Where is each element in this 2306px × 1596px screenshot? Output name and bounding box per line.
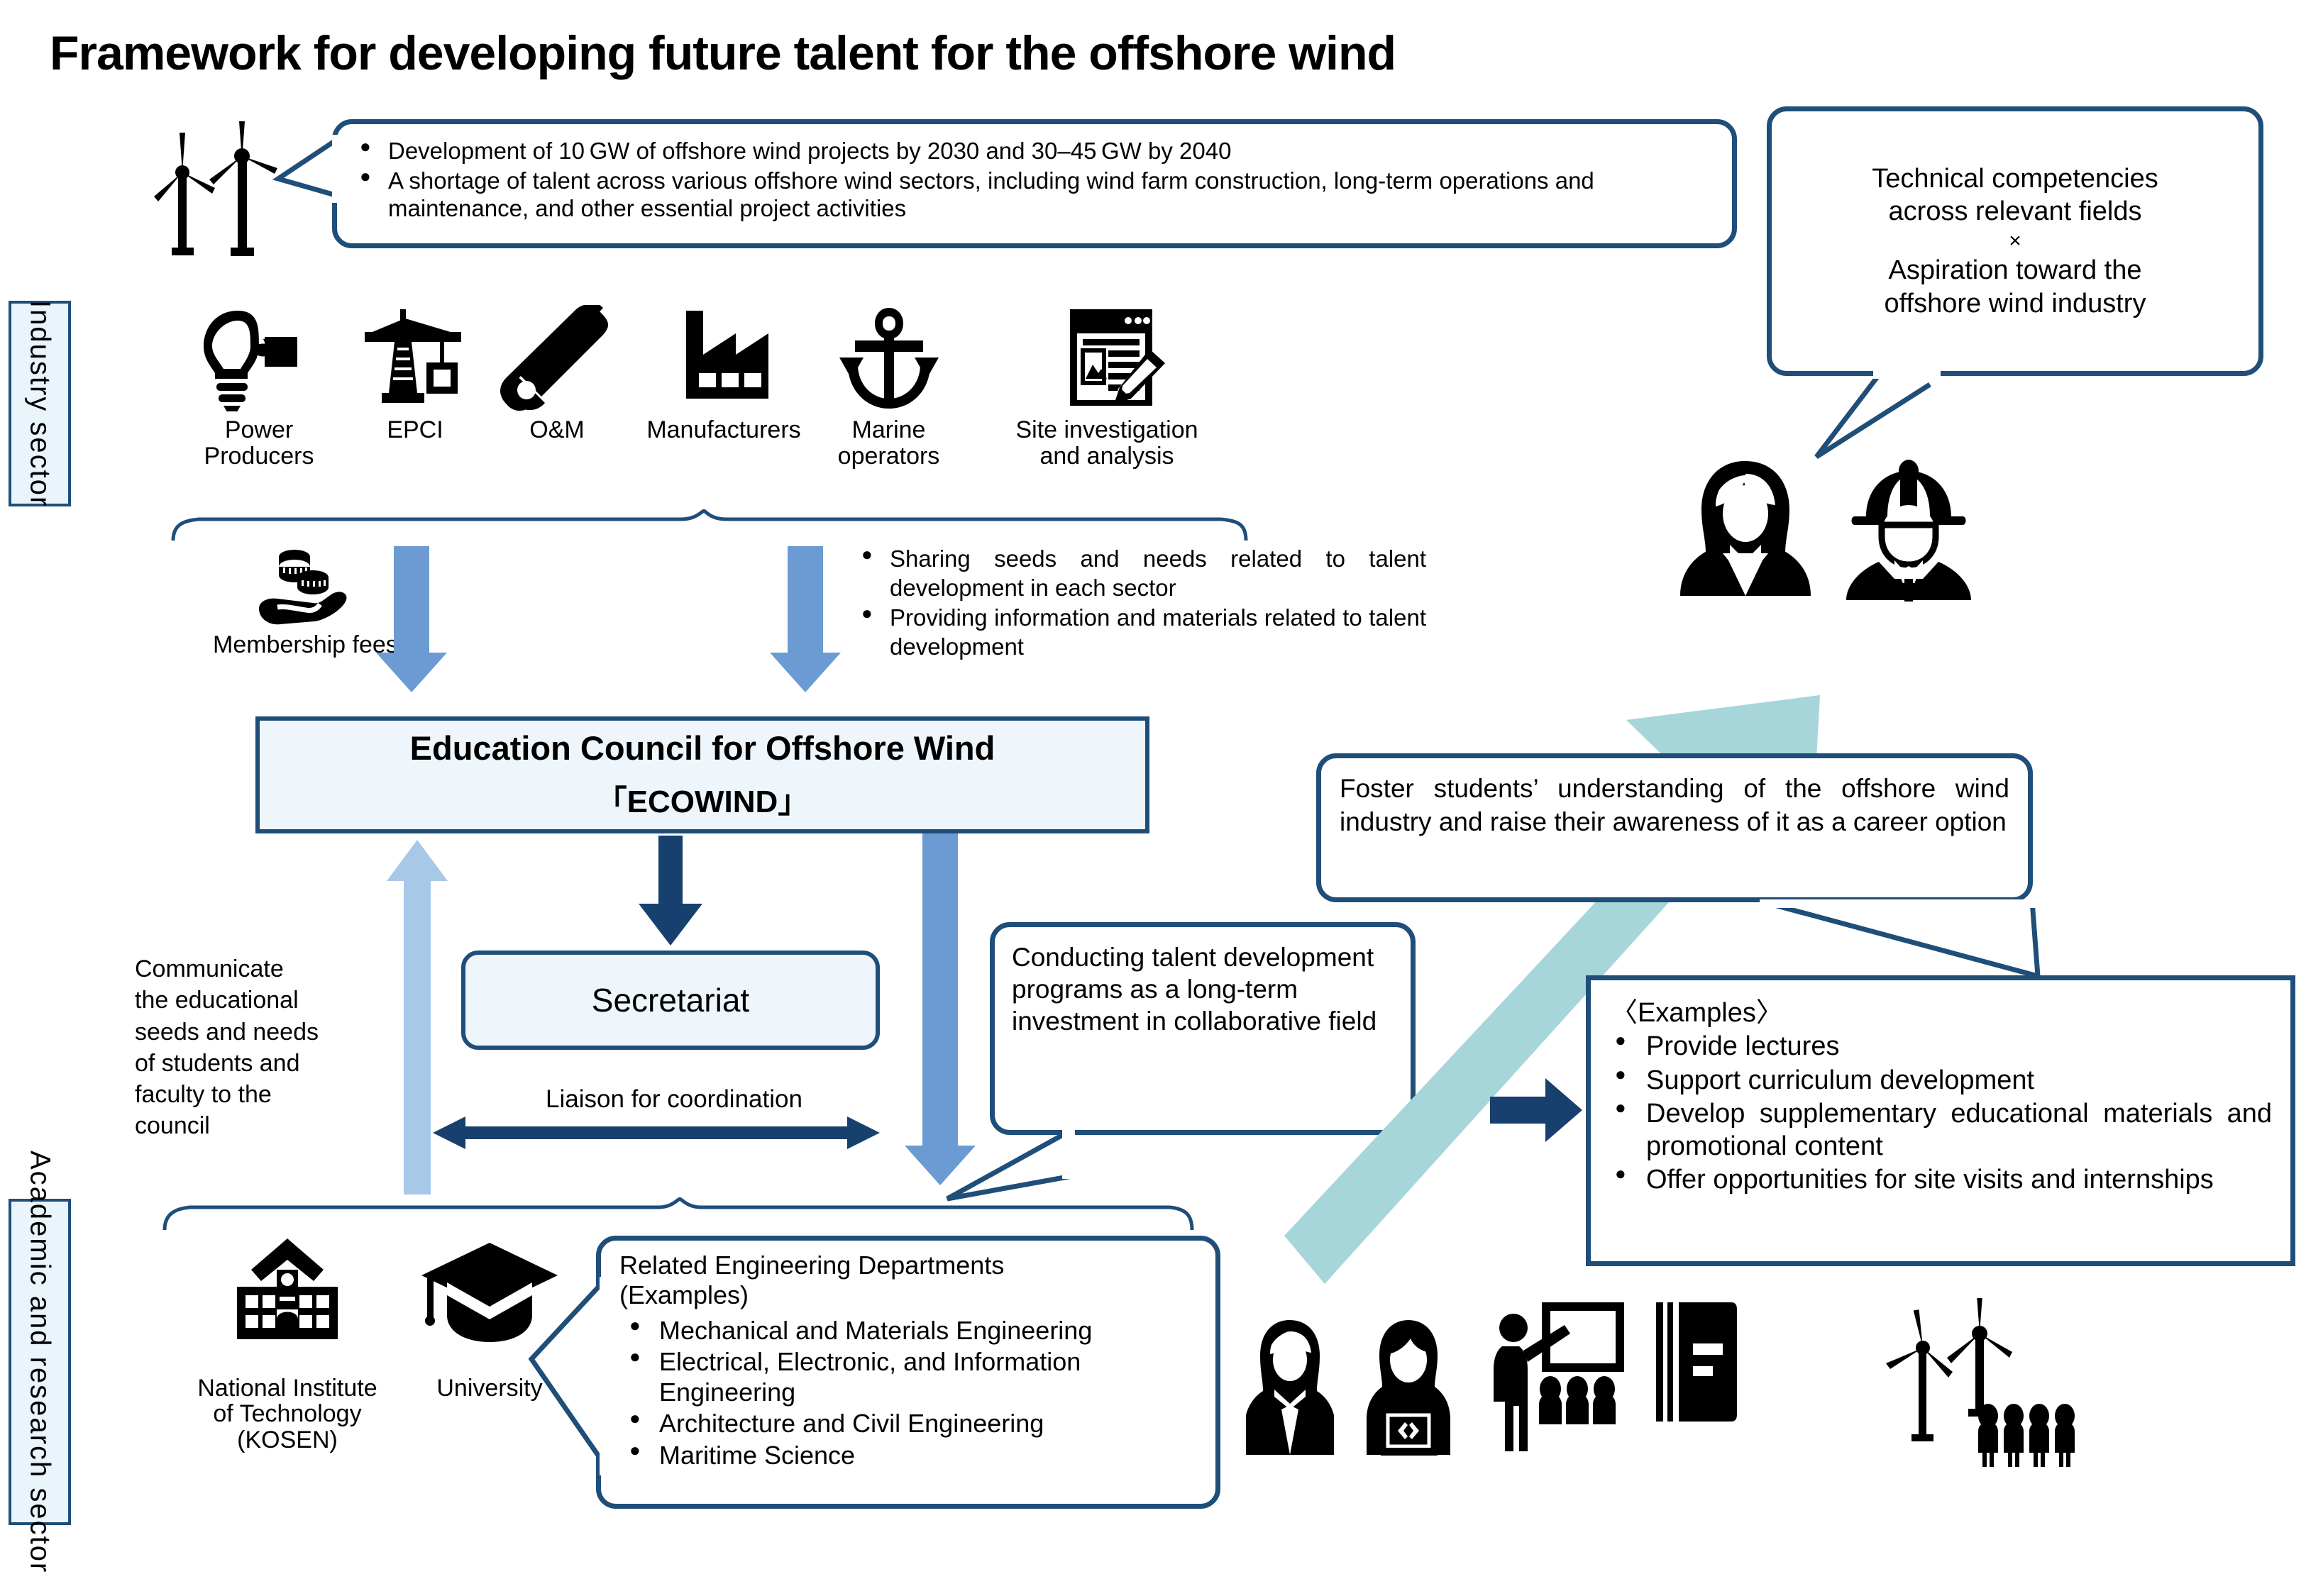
crane-icon [365,309,461,403]
industry-item-label-power-producers: Power Producers [204,416,314,470]
lightbulb-hand-icon [204,311,297,411]
membership-fees-group: Membership fees [213,546,426,658]
page-title: Framework for developing future talent f… [50,26,1396,80]
competency-line-2: across relevant fields [1888,196,2142,227]
academic-sector-label: Academic and research sector [24,1150,56,1574]
liaison-double-arrow [433,1116,880,1149]
examples-heading: 〈Examples〉 [1611,998,1783,1028]
top-callout-bullet-2: A shortage of talent across various offs… [357,165,1714,223]
competency-line-4: Aspiration toward the [1888,255,2142,286]
departments-bullet-3: Architecture and Civil Engineering [627,1407,1201,1439]
graduation-cap-icon [421,1243,558,1342]
sharing-seeds-bullet-2: Providing information and materials rela… [859,602,1426,661]
education-council-title: Education Council for Offshore Wind [409,729,995,767]
academic-item-label-kosen: National Institute of Technology (KOSEN) [197,1374,377,1454]
communicate-up-arrow [387,840,448,1195]
industry-item-site-investigation: Site investigation and analysis [993,305,1220,470]
businesswoman-avatar-icon [1680,461,1811,596]
academic-item-label-university: University [436,1374,543,1402]
examples-box: 〈Examples〉 Provide lectures Support curr… [1586,975,2295,1266]
anchor-icon [839,308,939,409]
coins-in-hand-icon [259,550,347,625]
academic-item-university: University [404,1236,575,1401]
industry-item-label-marine-operators: Marine operators [837,416,940,470]
top-callout-bullet-1: Development of 10 GW of offshore wind pr… [357,135,1714,165]
examples-list: Provide lectures Support curriculum deve… [1591,1029,2290,1197]
academic-group-bracket [162,1197,1194,1231]
top-callout-tail [272,135,342,203]
liaison-label: Liaison for coordination [546,1085,802,1113]
industry-item-marine-operators: Marine operators [827,305,951,470]
foster-students-callout: Foster students’ understanding of the of… [1316,753,2033,902]
departments-bullet-2: Electrical, Electronic, and Information … [627,1346,1201,1407]
industry-item-epci: EPCI [355,305,475,468]
secretariat-label: Secretariat [591,982,750,1019]
industry-item-label-site-investigation: Site investigation and analysis [1015,416,1198,470]
industry-item-label-manufacturers: Manufacturers [646,416,801,443]
competency-line-5: offshore wind industry [1884,288,2146,318]
industry-item-power-producers: Power Producers [195,305,323,470]
examples-bullet-4: Offer opportunities for site visits and … [1612,1163,2272,1197]
factory-icon [686,311,768,399]
competency-callout-bubble: Technical competencies across relevant f… [1767,106,2263,376]
examples-bullet-1: Provide lectures [1612,1029,2272,1063]
council-to-academia-arrow [905,833,976,1185]
competency-line-1: Technical competencies [1872,163,2158,194]
wind-turbines-with-people-icon [1886,1298,2075,1467]
student-laptop-coder-icon [1367,1320,1450,1456]
competency-multiply-symbol: × [2009,228,2021,253]
sharing-seeds-list: Sharing seeds and needs related to talen… [859,543,1426,663]
departments-bullet-1: Mechanical and Materials Engineering [627,1314,1201,1346]
industry-item-manufacturers: Manufacturers [642,305,805,468]
academic-item-kosen: National Institute of Technology (KOSEN) [184,1236,390,1453]
departments-list: Mechanical and Materials Engineering Ele… [601,1314,1215,1470]
foster-students-tail [1760,899,2041,980]
school-building-icon [237,1238,338,1339]
industry-sector-label: Industry sector [24,299,56,508]
lecturer-classroom-icon [1494,1302,1624,1451]
education-council-box: Education Council for Offshore Wind 「ECO… [255,716,1149,833]
communicate-text: Communicate the educational seeds and ne… [135,955,319,1140]
wrench-icon [500,305,608,411]
examples-bullet-2: Support curriculum development [1612,1063,2272,1097]
engineer-helmet-avatar-icon [1846,460,1971,602]
industry-sector-tab: Industry sector [9,299,71,508]
membership-fees-arrow [376,546,447,692]
examples-bullet-3: Develop supplementary educational materi… [1612,1097,2272,1163]
conducting-talent-callout: Conducting talent development programs a… [990,922,1416,1135]
membership-fees-label: Membership fees [213,631,398,658]
departments-bullet-4: Maritime Science [627,1439,1201,1470]
industry-item-label-om: O&M [529,416,585,443]
top-callout-list: Development of 10 GW of offshore wind pr… [337,124,1732,223]
sharing-seeds-bullet-1: Sharing seeds and needs related to talen… [859,543,1426,602]
industry-item-label-epci: EPCI [387,416,443,443]
top-callout-bubble: Development of 10 GW of offshore wind pr… [332,119,1737,248]
conducting-talent-tail [946,1128,1075,1202]
departments-heading-line-2: (Examples) [619,1280,749,1309]
book-icon [1656,1302,1737,1422]
foster-students-text: Foster students’ understanding of the of… [1340,774,2009,836]
departments-heading-line-1: Related Engineering Departments [619,1251,1005,1280]
departments-callout-tail [528,1277,614,1475]
competency-callout-tail [1814,369,1941,459]
education-council-subtitle: 「ECOWIND」 [595,785,810,819]
sharing-seeds-arrow [770,546,841,692]
industry-group-bracket [171,509,1248,541]
businesswoman-icon [1246,1320,1334,1455]
document-pencil-icon [1070,309,1165,406]
conducting-talent-text: Conducting talent development programs a… [1012,943,1377,1036]
academic-sector-tab: Academic and research sector [9,1151,71,1573]
departments-callout: Related Engineering Departments (Example… [596,1236,1220,1509]
examples-right-arrow [1490,1078,1582,1142]
wind-turbine-pair-icon [138,117,284,259]
council-to-secretariat-arrow [639,836,702,946]
industry-item-om: O&M [497,305,617,468]
secretariat-box: Secretariat [461,951,880,1050]
